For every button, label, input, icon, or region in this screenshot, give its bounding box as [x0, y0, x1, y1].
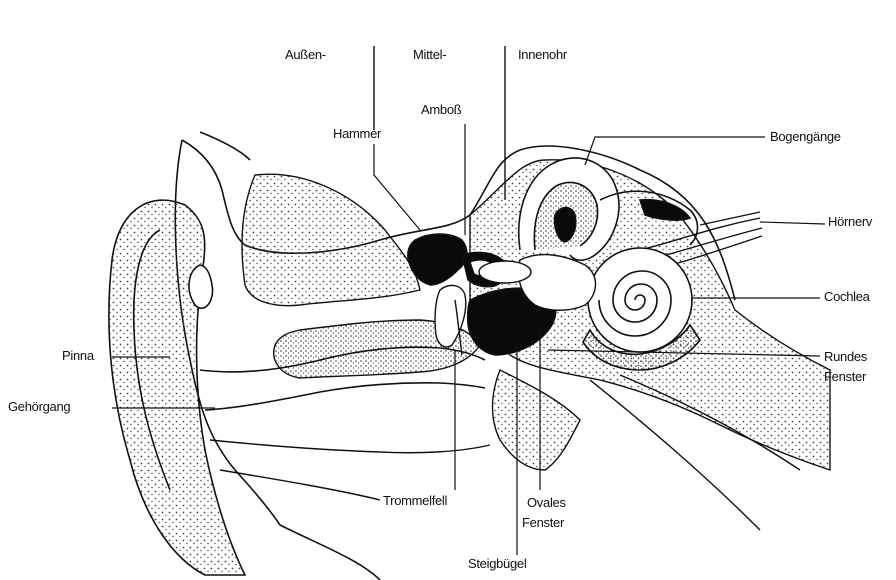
leader-hoernerv	[760, 222, 825, 224]
label-trommelfell: Trommelfell	[383, 494, 447, 509]
label-hammer: Hammer	[333, 127, 381, 142]
pinna-shape	[109, 200, 245, 575]
leader-hammer	[374, 144, 420, 230]
label-outer-ear: Außen-	[285, 48, 326, 63]
label-hoernerv: Hörnerv	[828, 215, 872, 230]
section-dividers	[374, 46, 505, 200]
label-rundes-fenster-line2: Fenster	[824, 370, 866, 385]
label-bogengaenge: Bogengänge	[770, 130, 841, 145]
label-middle-ear: Mittel-	[413, 48, 446, 63]
label-ovales-fenster-line2: Fenster	[522, 516, 564, 531]
label-ovales-fenster-line1: Ovales	[527, 496, 566, 511]
leader-bogengaenge	[585, 137, 765, 165]
label-amboss: Amboß	[421, 103, 461, 118]
label-pinna: Pinna	[62, 349, 94, 364]
label-cochlea: Cochlea	[824, 290, 870, 305]
label-gehoergang: Gehörgang	[8, 400, 70, 415]
label-inner-ear: Innenohr	[518, 48, 567, 63]
label-rundes-fenster-line1: Rundes	[824, 350, 867, 365]
label-steigbuegel: Steigbügel	[468, 557, 526, 572]
